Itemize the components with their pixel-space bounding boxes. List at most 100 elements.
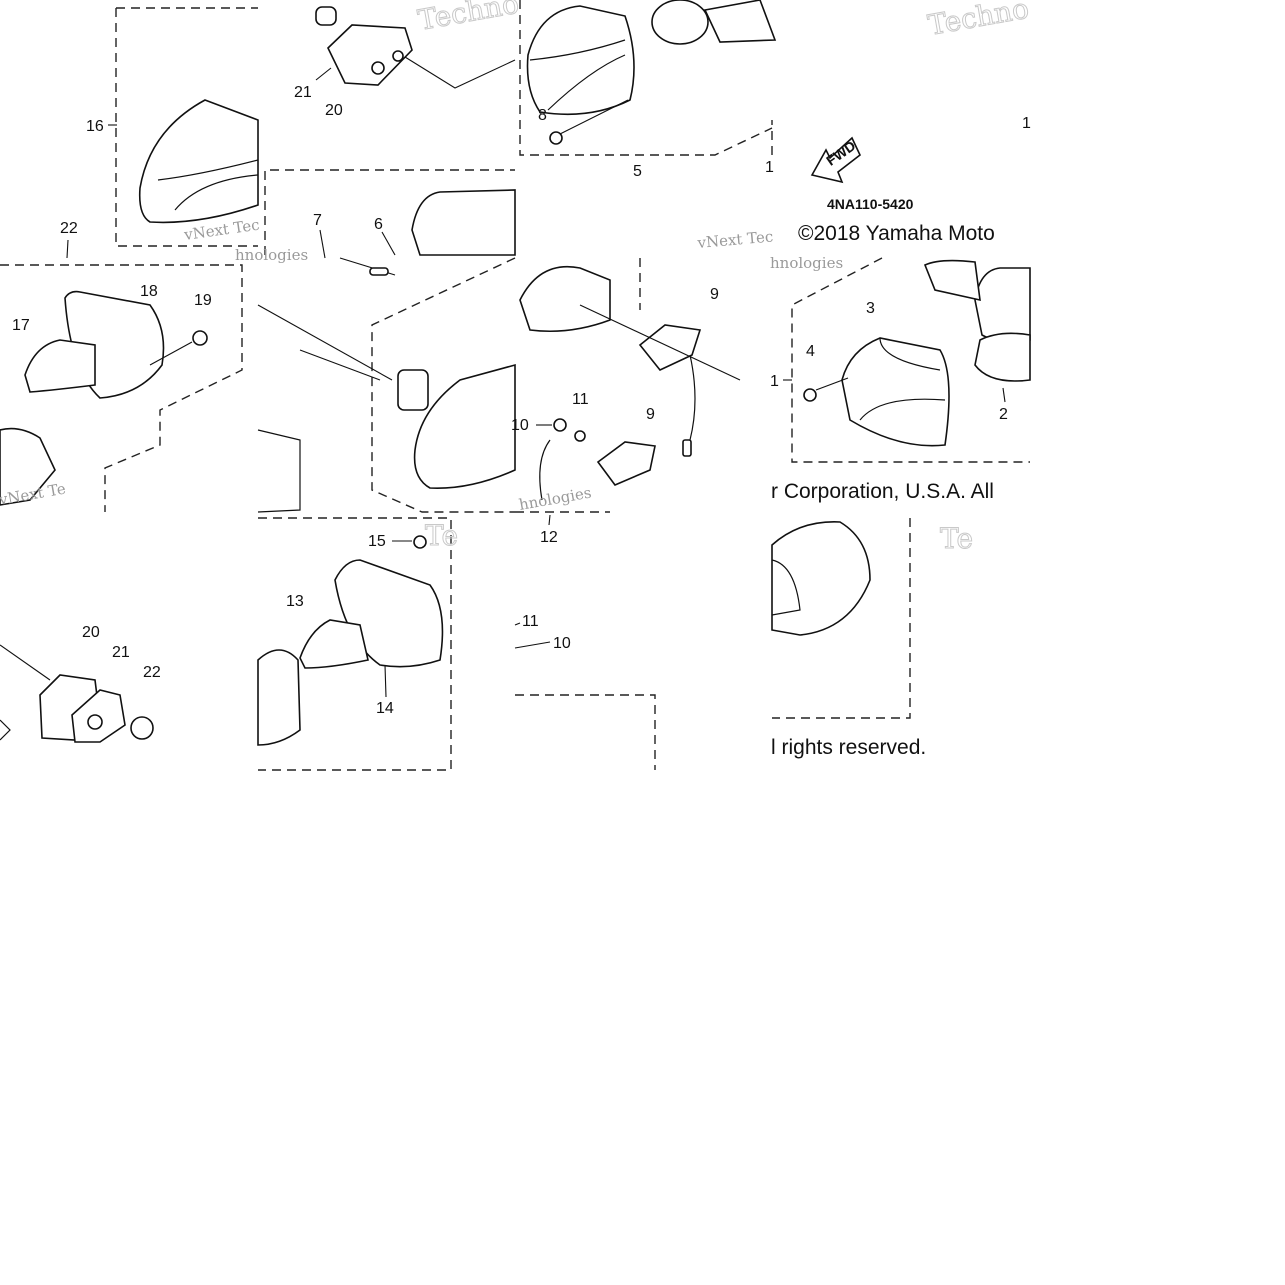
screw-4 [803, 388, 817, 402]
dashed-group-box [515, 258, 641, 513]
lens-3-ridges [859, 337, 946, 421]
callout-12: 12 [540, 529, 558, 546]
callout-6: 6 [374, 216, 383, 233]
center-lens-shape [413, 363, 516, 489]
bulb-2-shape [974, 332, 1031, 382]
callout-22: 22 [60, 220, 78, 237]
plate-hole [87, 714, 103, 730]
screw-8 [549, 131, 563, 145]
assembly-line [0, 644, 51, 681]
tile-copyright-mid: r Corporation, U.S.A. All Te [771, 480, 994, 556]
socket-part [397, 369, 429, 411]
tile-title-block: Techno FWD 4NA110-5420 ©2018 Yamaha Moto… [765, 0, 1032, 245]
fwd-arrow-icon: FWD [810, 136, 861, 184]
callout-10: 10 [511, 417, 529, 434]
callout-17: 17 [12, 317, 30, 334]
grommet-part [327, 24, 413, 86]
wire [299, 349, 381, 381]
dashed-group-box [0, 264, 243, 512]
callout-15: 15 [368, 533, 386, 550]
watermark-text: Te [940, 522, 973, 555]
callout-leader [1002, 387, 1006, 403]
wire-12 [539, 439, 551, 501]
copyright-text: l rights reserved. [771, 736, 926, 759]
callout-2: 2 [999, 406, 1008, 423]
lower-right-lens [771, 521, 871, 636]
bulb-13-shape [299, 619, 369, 669]
callout-leader [548, 514, 551, 526]
tile-left-signal: 22 18 19 17 vNext Te [0, 220, 243, 512]
tile-front-lens: 8 5 [519, 0, 777, 180]
watermark-text: hnologies [770, 254, 843, 272]
tile-lower-lens: 15 13 14 Te [257, 517, 459, 771]
tile-grommet-bottom: 20 21 22 [0, 624, 161, 743]
screw-line [149, 341, 193, 366]
callout-leader [514, 641, 551, 649]
callout-11: 11 [522, 613, 539, 630]
nut-22 [130, 716, 154, 740]
lens-16-shape [138, 99, 259, 224]
callout-7: 7 [313, 212, 322, 229]
callout-3: 3 [866, 300, 875, 317]
socket-part [703, 0, 777, 43]
dashed-group-box [371, 257, 516, 513]
watermark-text: vNext Tec [696, 227, 774, 252]
copyright-text: r Corporation, U.S.A. All [771, 480, 994, 503]
dashed-group-box [519, 0, 773, 156]
arrow-shape [0, 719, 11, 741]
callout-22: 22 [143, 664, 161, 681]
callout-leader [384, 664, 387, 698]
dashed-group-box [772, 518, 911, 719]
socket-part [923, 259, 981, 302]
callout-9: 9 [646, 406, 655, 423]
callout-18: 18 [140, 283, 158, 300]
dashed-group-box [515, 694, 656, 770]
callout-10: 10 [553, 635, 571, 652]
callout-21: 21 [112, 644, 130, 661]
housing-9-shape [519, 266, 611, 332]
dashed-group-box [771, 120, 1030, 463]
housing-shape [0, 427, 56, 506]
connector [682, 439, 692, 457]
tile-lower-right: l rights reserved. [771, 518, 926, 759]
lens-3-shape [841, 337, 950, 447]
tile-lower-center: 11 10 [514, 613, 656, 770]
housing-shape [257, 649, 301, 746]
nut-part [315, 6, 337, 26]
watermark-text: hnologies [518, 484, 593, 514]
callout-leader [514, 622, 521, 626]
tile-rear-left-lens: 16 vNext Tec [86, 7, 261, 247]
callout-16: 16 [86, 118, 104, 135]
watermark-text: Te [425, 519, 458, 552]
front-lens-shape [526, 5, 635, 116]
tile-right-signal: 3 4 1 2 hnologies vNext Tec [696, 120, 1031, 463]
screw-10 [553, 418, 567, 432]
callout-1: 1 [765, 159, 774, 176]
assembly-line [579, 304, 741, 381]
lens-inner [771, 559, 801, 616]
callout-14: 14 [376, 700, 394, 717]
assembly-line [404, 56, 516, 89]
tile-bracket: 9 10 11 9 12 hnologies [511, 258, 741, 546]
grommet-hole [392, 50, 404, 62]
tile-wiring-top: 7 6 hnologies [235, 169, 516, 276]
callout-1: 1 [1022, 115, 1031, 132]
callout-9: 9 [710, 286, 719, 303]
assembly-line [257, 304, 393, 381]
bulb-17-shape [24, 339, 96, 393]
lens-6-shape [411, 189, 516, 256]
callout-leader [319, 229, 326, 259]
dashed-group-box [115, 7, 258, 247]
copyright-text: ©2018 Yamaha Moto [798, 222, 995, 245]
callout-8: 8 [538, 107, 547, 124]
screw-19 [192, 330, 208, 346]
callout-leader [381, 231, 396, 256]
housing-1-shape [974, 267, 1031, 343]
watermark-text: hnologies [235, 246, 308, 264]
bracket-shape [257, 429, 301, 513]
grommet-hole [371, 61, 385, 75]
washer-11 [574, 430, 586, 442]
callout-20: 20 [325, 102, 343, 119]
